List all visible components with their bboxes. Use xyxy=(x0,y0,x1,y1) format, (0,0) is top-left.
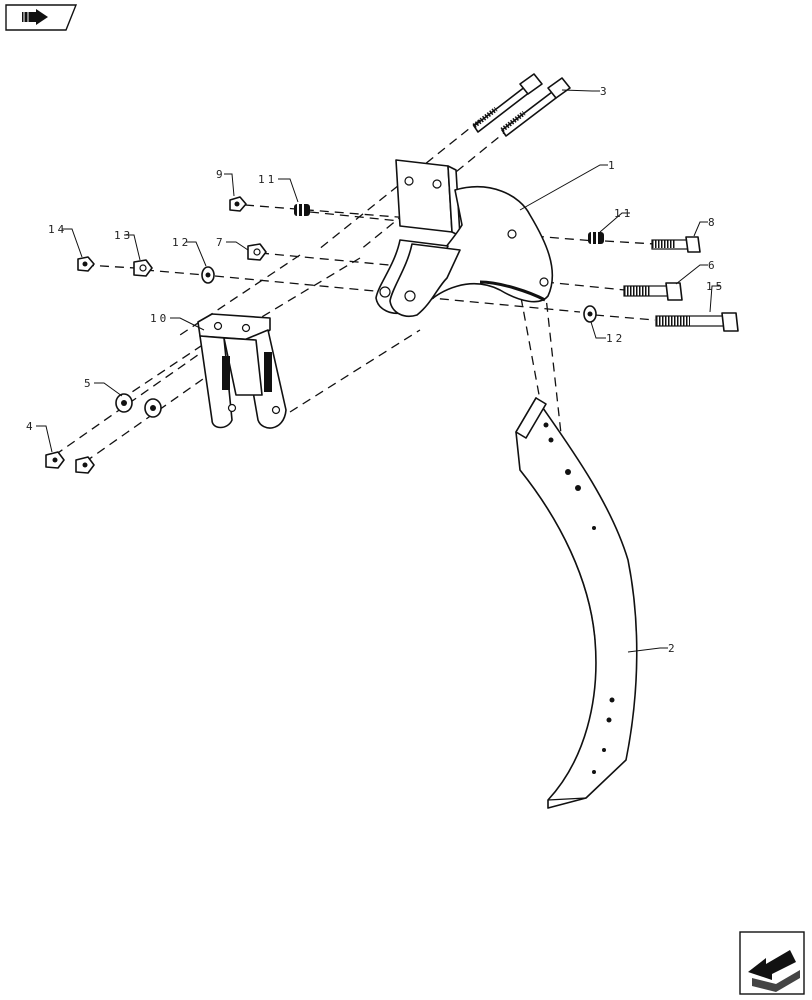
bolt-pair-part-3 xyxy=(472,73,571,137)
washer-part-5b xyxy=(144,398,162,418)
next-page-arrow-icon[interactable] xyxy=(739,931,805,995)
nut-part-4a xyxy=(45,451,65,469)
washer-part-12a xyxy=(201,266,215,284)
insert-part-11b xyxy=(588,232,604,244)
hardware xyxy=(45,196,739,474)
bolt-part-6 xyxy=(623,282,683,301)
insert-part-11a xyxy=(294,204,310,216)
callout-leaders xyxy=(36,89,720,653)
nut-part-13 xyxy=(133,259,153,277)
callout-11a: 11 xyxy=(258,173,277,186)
callout-12a: 12 xyxy=(172,236,191,249)
callout-8: 8 xyxy=(708,216,718,229)
nut-part-14 xyxy=(77,256,95,272)
callout-3: 3 xyxy=(600,85,610,98)
washer-part-12b xyxy=(583,305,597,323)
nut-part-4b xyxy=(75,456,95,474)
callout-15: 15 xyxy=(706,280,725,293)
callout-12b: 12 xyxy=(606,332,625,345)
callout-14: 14 xyxy=(48,223,67,236)
callout-13: 13 xyxy=(114,229,133,242)
mounting-bracket-part-1 xyxy=(375,159,554,317)
callout-2: 2 xyxy=(668,642,678,655)
washer-part-5a xyxy=(115,393,133,413)
callout-5: 5 xyxy=(84,377,94,390)
callout-labels: 1 2 3 4 5 6 7 8 9 10 11 11 12 12 13 14 1… xyxy=(26,85,725,655)
callout-7: 7 xyxy=(216,236,226,249)
callout-11b: 11 xyxy=(614,207,633,220)
callout-10: 10 xyxy=(150,312,169,325)
assembly-lines xyxy=(54,119,656,471)
nut-part-9 xyxy=(229,196,247,212)
callout-1: 1 xyxy=(608,159,618,172)
callout-9: 9 xyxy=(216,168,226,181)
book-arrow-icon[interactable] xyxy=(5,4,78,31)
bolt-part-15 xyxy=(655,312,739,332)
callout-4: 4 xyxy=(26,420,36,433)
bolt-part-8 xyxy=(651,236,701,253)
nut-part-7 xyxy=(247,243,267,261)
clevis-bracket-part-10 xyxy=(197,313,287,429)
callout-6: 6 xyxy=(708,259,718,272)
curved-shank-part-2 xyxy=(515,397,638,809)
